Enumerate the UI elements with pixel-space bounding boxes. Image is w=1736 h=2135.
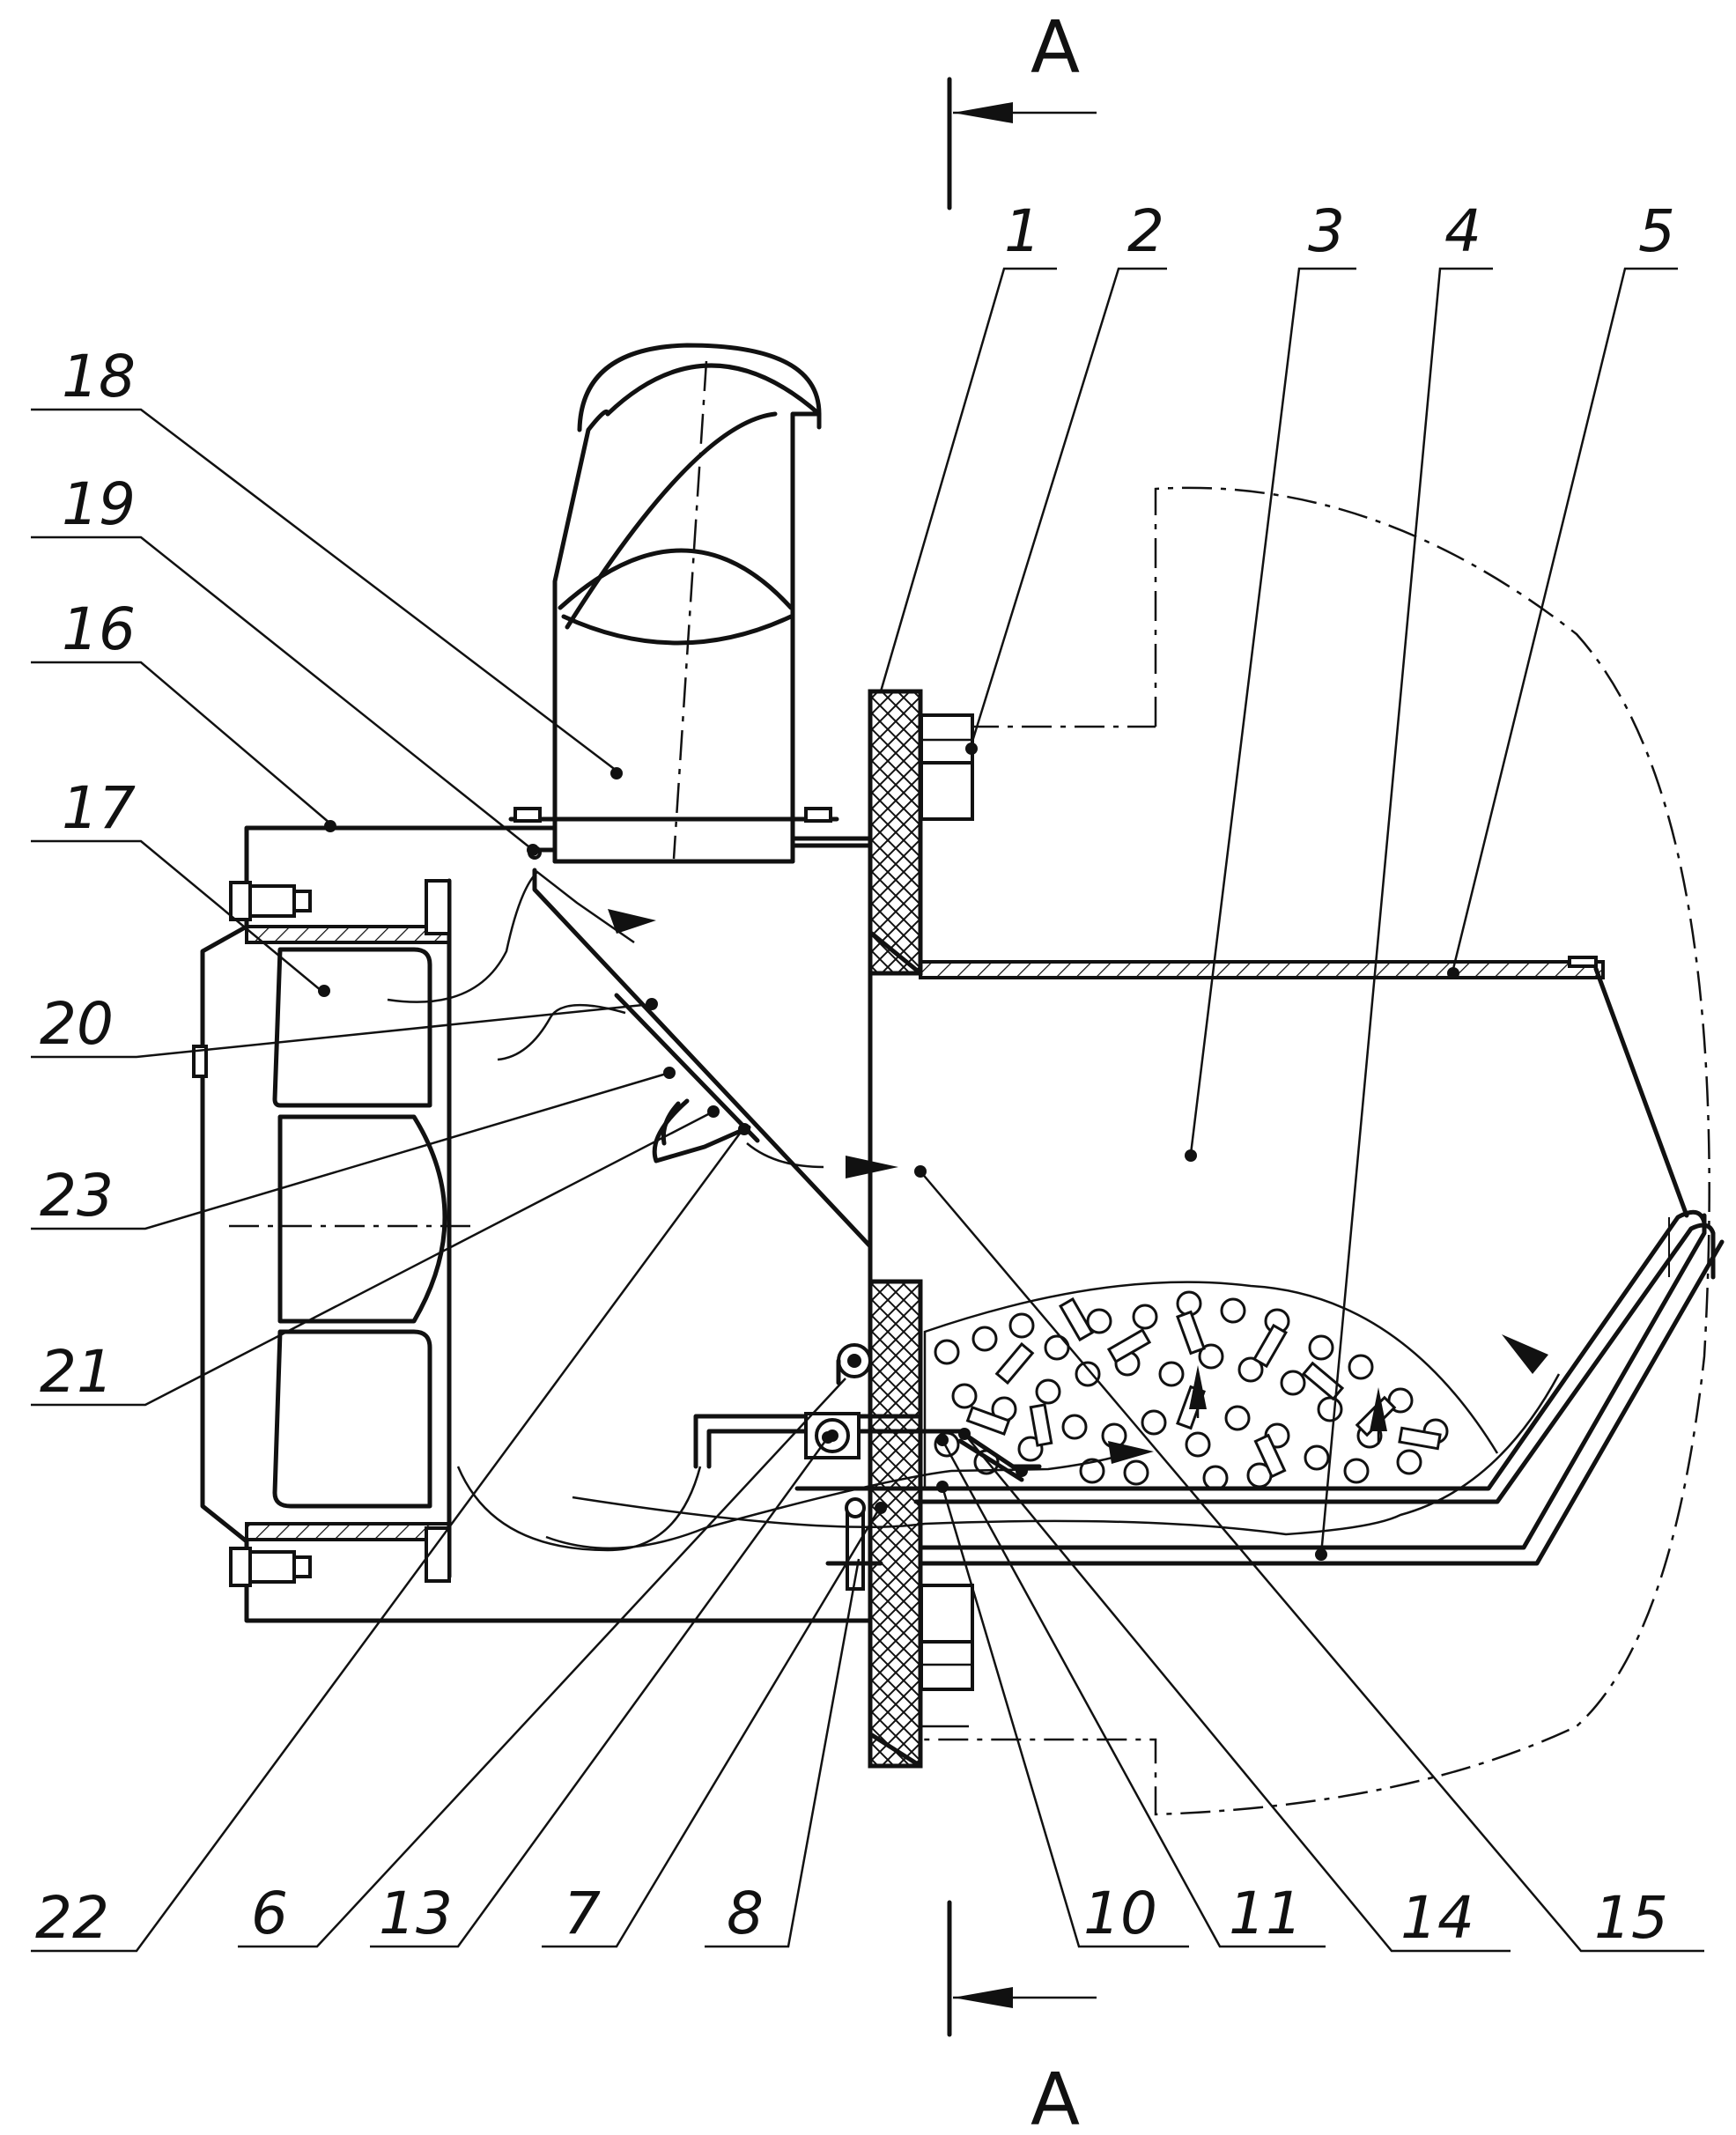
section-marker-top: A bbox=[947, 6, 1097, 211]
burner-tube bbox=[918, 956, 1725, 1566]
callout-labels: 1 2 3 4 5 18 19 16 17 20 23 21 22 6 13 7… bbox=[35, 197, 1675, 1952]
callout-20: 20 bbox=[40, 990, 114, 1058]
callout-10: 10 bbox=[1083, 1880, 1157, 1947]
mounting-bolt-bottom bbox=[920, 1584, 974, 1728]
callout-4: 4 bbox=[1444, 197, 1481, 265]
callout-6: 6 bbox=[251, 1880, 288, 1947]
mounting-plate bbox=[868, 689, 923, 1769]
fuel-feed-pipe bbox=[508, 343, 873, 864]
callout-5: 5 bbox=[1638, 197, 1675, 265]
fan-bolt-bottom bbox=[229, 1547, 312, 1587]
leader-lines bbox=[31, 267, 1704, 1953]
callout-14: 14 bbox=[1400, 1884, 1474, 1952]
callout-3: 3 bbox=[1308, 197, 1345, 265]
callout-21: 21 bbox=[40, 1338, 114, 1406]
callout-22: 22 bbox=[35, 1884, 109, 1952]
callout-17: 17 bbox=[62, 774, 136, 842]
callout-15: 15 bbox=[1594, 1884, 1668, 1952]
callout-16: 16 bbox=[62, 595, 136, 663]
mounting-bolt-top bbox=[920, 713, 974, 821]
boiler-outline bbox=[916, 486, 1710, 1816]
section-marker-bottom: A bbox=[947, 1900, 1097, 2135]
callout-23: 23 bbox=[40, 1162, 114, 1230]
callout-18: 18 bbox=[62, 343, 136, 410]
grate-bowl bbox=[913, 1209, 1716, 1504]
callout-8: 8 bbox=[727, 1880, 764, 1947]
callout-19: 19 bbox=[62, 470, 136, 538]
section-letter-top: A bbox=[1031, 6, 1080, 90]
fan-housing bbox=[244, 825, 873, 1623]
section-letter-bottom: A bbox=[1031, 2058, 1080, 2135]
pivot-upper bbox=[836, 1343, 872, 1385]
fuel-bed bbox=[923, 1281, 1499, 1491]
fan-bolt-top bbox=[229, 881, 312, 921]
callout-11: 11 bbox=[1229, 1880, 1303, 1947]
callout-13: 13 bbox=[379, 1880, 453, 1947]
callout-1: 1 bbox=[1004, 197, 1041, 265]
fan-assembly bbox=[192, 878, 476, 1587]
callout-7: 7 bbox=[564, 1880, 601, 1947]
air-flow-lines bbox=[387, 870, 1561, 1552]
callout-2: 2 bbox=[1127, 197, 1164, 265]
hinged-flap bbox=[652, 1098, 751, 1164]
